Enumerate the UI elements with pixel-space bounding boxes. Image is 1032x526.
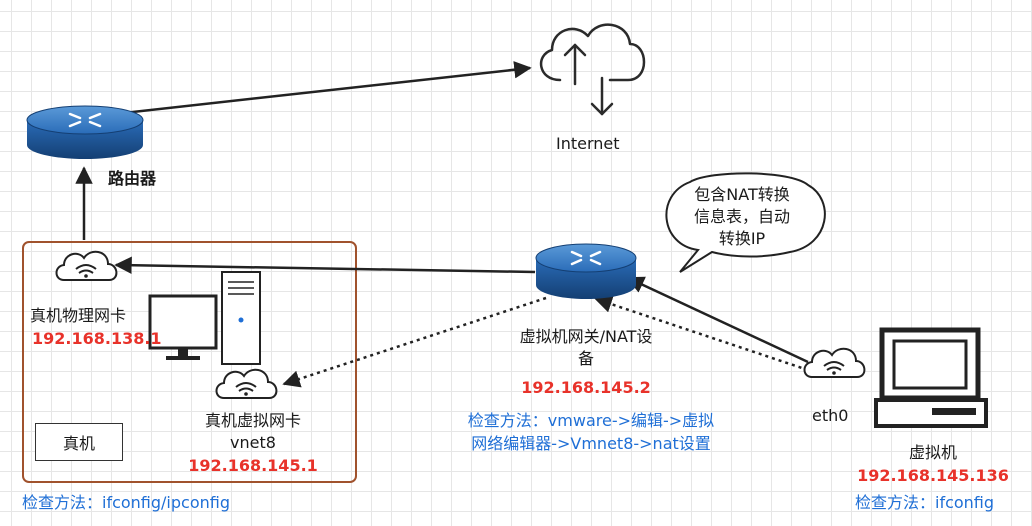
host-check-method: 检查方法：ifconfig/ipconfig <box>22 493 230 512</box>
nat-router-icon <box>535 243 637 299</box>
bubble-text-line3: 转换IP <box>718 229 766 248</box>
host-container <box>22 241 357 483</box>
router-icon <box>26 105 144 159</box>
router-label: 路由器 <box>108 169 157 188</box>
vm-to-nat-line <box>626 276 809 364</box>
router-to-internet-line <box>86 61 532 119</box>
speech-bubble <box>665 172 826 273</box>
vm-nic-label: eth0 <box>812 406 849 425</box>
wifi-cloud-icon <box>55 250 118 281</box>
cloud-upload-download-icon <box>539 23 646 116</box>
host-physical-nic-ip: 192.168.138.1 <box>32 329 162 348</box>
laptop-icon <box>874 327 988 428</box>
host-virtual-nic-ip: 192.168.145.1 <box>188 456 318 475</box>
nat-gateway-label-line2: 备 <box>577 349 594 368</box>
nat-gateway-label-line1: 虚拟机网关/NAT设 <box>519 327 653 346</box>
vm-check-method: 检查方法：ifconfig <box>855 493 995 512</box>
bubble-text-line1: 包含NAT转换 <box>694 185 790 204</box>
host-physical-nic-label: 真机物理网卡 <box>30 306 127 325</box>
host-virtual-nic-label: 真机虚拟网卡 <box>204 411 301 430</box>
nat-gateway-ip: 192.168.145.2 <box>521 378 651 397</box>
internet-label: Internet <box>556 134 620 153</box>
vm-ip: 192.168.145.136 <box>857 466 1009 485</box>
nat-check-method-line1: 检查方法：vmware->编辑->虚拟 <box>467 411 715 430</box>
nat-to-host-nic-line <box>114 256 536 275</box>
desktop-computer-icon <box>148 271 261 365</box>
nat-check-method-line2: 网络编辑器->Vmnet8->nat设置 <box>471 434 711 453</box>
bubble-text-line2: 信息表，自动 <box>693 207 790 226</box>
wifi-cloud-icon <box>215 368 278 399</box>
vm-label: 虚拟机 <box>908 443 957 462</box>
vm-to-nat-dotted-line <box>594 295 809 372</box>
wifi-cloud-icon <box>803 347 866 378</box>
host-box: 真机 <box>35 423 123 461</box>
host-virtual-nic-sublabel: vnet8 <box>230 433 276 452</box>
